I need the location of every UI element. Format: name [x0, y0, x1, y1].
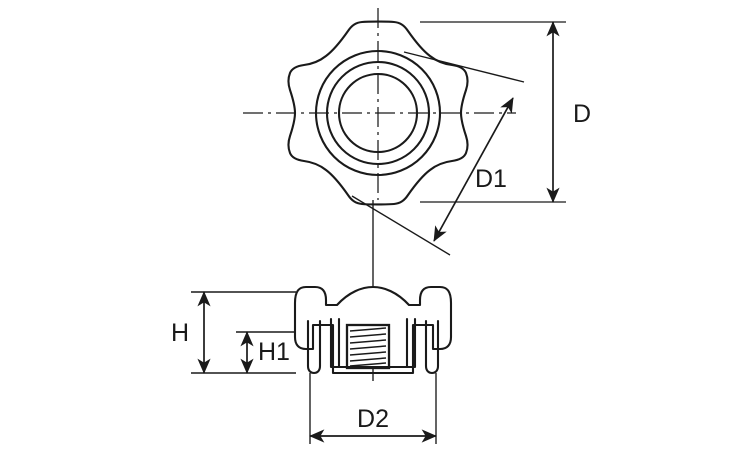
dimension-D1-extension-upper: [403, 51, 525, 83]
dimension-D1: D1: [351, 51, 525, 256]
skirt-leg-left: [306, 319, 322, 375]
dimension-H1: H1: [236, 331, 296, 374]
knob-lobed-outline: [287, 20, 469, 206]
knob-side-profile-outline: [293, 285, 453, 375]
dimension-D2: D2: [309, 373, 437, 444]
top-view-group: [243, 8, 516, 206]
dimension-D1-extension-lower: [351, 195, 451, 256]
dimension-D1-label: D1: [475, 165, 507, 193]
skirt-leg-right: [424, 319, 440, 375]
inner-rib-right: [405, 317, 417, 369]
dimension-H1-label: H1: [258, 338, 290, 366]
side-section-view-group: [293, 285, 453, 381]
inner-rib-left: [329, 317, 341, 369]
dimension-D1-line: [433, 97, 514, 242]
dimension-D2-label: D2: [357, 405, 389, 433]
dimension-D-label: D: [573, 100, 591, 128]
thread-hatch-lines: [349, 327, 387, 367]
threaded-insert-body: [345, 323, 391, 370]
dimension-H-label: H: [171, 319, 189, 347]
